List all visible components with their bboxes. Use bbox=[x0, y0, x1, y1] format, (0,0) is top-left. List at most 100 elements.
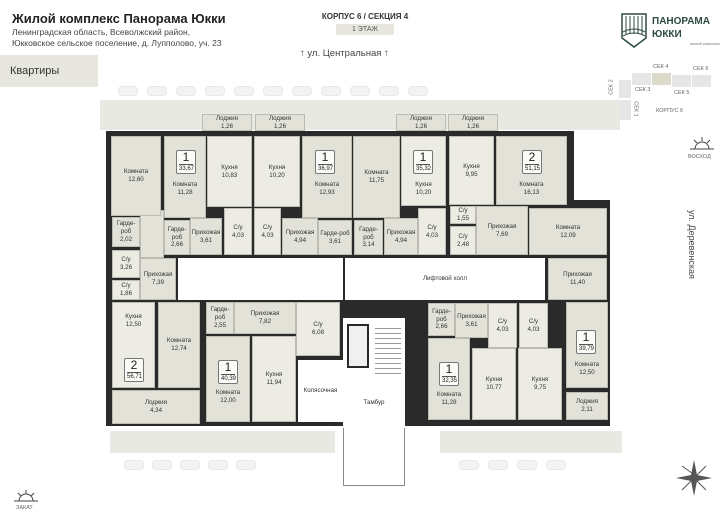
parking-space bbox=[147, 86, 167, 96]
address-line-1: Ленинградская область, Всеволжский район… bbox=[12, 27, 191, 37]
sec6-label: СЕК 6 bbox=[693, 66, 709, 72]
parking-space bbox=[236, 460, 256, 470]
apartment-rooms: 1 bbox=[182, 150, 190, 164]
logo-line1: ПАНОРАМА bbox=[652, 16, 710, 27]
address-line-2: Юкковское сельское поселение, д. Лупполо… bbox=[12, 38, 222, 48]
room-area: 1,26 bbox=[273, 122, 287, 130]
room-name: Прихожая bbox=[487, 222, 517, 230]
flats-tab[interactable]: Квартиры bbox=[0, 55, 98, 87]
room-name: Комната bbox=[574, 361, 600, 368]
road-bottom-left bbox=[110, 431, 335, 453]
hallway-strip bbox=[140, 210, 164, 258]
room-area: 1,26 bbox=[414, 122, 428, 130]
room-area: 11,28 bbox=[177, 188, 193, 196]
room-name: С/у bbox=[528, 317, 539, 325]
room-area: 11,28 bbox=[441, 398, 457, 406]
room-name: Комната bbox=[436, 391, 462, 398]
room-name: Гарде-роб bbox=[432, 307, 451, 323]
room-name: Прихожая bbox=[250, 310, 280, 318]
section-2[interactable] bbox=[619, 80, 631, 98]
road-top bbox=[100, 100, 620, 130]
parking-space bbox=[205, 86, 225, 96]
room-area: 10,83 bbox=[221, 171, 238, 179]
room-name: Лоджия bbox=[576, 398, 598, 406]
section-5[interactable] bbox=[672, 75, 691, 87]
parking-space bbox=[408, 86, 428, 96]
room-area: 7,39 bbox=[151, 279, 165, 286]
floor-selector[interactable]: 1 ЭТАЖ bbox=[336, 24, 394, 35]
parking-space bbox=[292, 86, 312, 96]
parking-space bbox=[321, 86, 341, 96]
room: Тамбур bbox=[343, 380, 405, 425]
room-area: 4,03 bbox=[261, 231, 274, 239]
room-area: 3,61 bbox=[328, 237, 342, 245]
room-name: Лифтовой холл bbox=[422, 275, 468, 283]
room-area: 4,94 bbox=[293, 236, 307, 244]
sec5-label: СЕК 5 bbox=[674, 90, 690, 96]
entrance-vestibule bbox=[343, 426, 405, 486]
room-name: Кухня bbox=[463, 162, 480, 170]
section-4[interactable] bbox=[652, 73, 671, 85]
parking-space bbox=[546, 460, 566, 470]
section-3[interactable] bbox=[632, 73, 651, 85]
room-name: Лоджия bbox=[145, 399, 167, 407]
room-name: Колясочная bbox=[303, 387, 338, 395]
parking-space bbox=[118, 86, 138, 96]
apartment-area: 51,15 bbox=[525, 164, 541, 172]
room-name: Прихожая bbox=[143, 271, 173, 279]
apartment-rooms: 1 bbox=[582, 330, 590, 344]
apartment-rooms: 1 bbox=[445, 362, 453, 376]
key-plan: СЕК 2 СЕК 1 СЕК 3 СЕК 4 СЕК 5 СЕК 6 КОРП… bbox=[600, 50, 726, 170]
room-name: С/у bbox=[427, 223, 437, 231]
room-area: 4,03 bbox=[527, 325, 540, 333]
room-area: 3,61 bbox=[199, 236, 213, 244]
room-name: Прихожая bbox=[457, 312, 486, 320]
room-name: Комната bbox=[215, 389, 241, 396]
parking-space bbox=[176, 86, 196, 96]
room-area: 4,03 bbox=[231, 231, 245, 239]
apartment-area: 32,35 bbox=[442, 376, 458, 384]
section-1[interactable] bbox=[619, 100, 631, 120]
room-area: 11,94 bbox=[266, 379, 282, 386]
sunrise-label: ВОСХОД bbox=[688, 154, 711, 160]
section-6[interactable] bbox=[692, 75, 711, 87]
room-area: 7,69 bbox=[495, 230, 509, 238]
room-area: 1,55 bbox=[456, 215, 470, 222]
parking-space bbox=[517, 460, 537, 470]
room-name: Комната bbox=[314, 181, 340, 188]
logo-line2: ЮККИ bbox=[652, 29, 682, 40]
apartment-area: 39,79 bbox=[579, 344, 595, 352]
sec1-label: СЕК 1 bbox=[632, 101, 639, 117]
sunrise-icon bbox=[690, 137, 714, 150]
room-name: С/у bbox=[458, 207, 468, 215]
korpus-label: КОРПУС 6 bbox=[656, 108, 684, 114]
room-area: 12,60 bbox=[128, 176, 144, 183]
room-area: 12,50 bbox=[125, 320, 142, 328]
